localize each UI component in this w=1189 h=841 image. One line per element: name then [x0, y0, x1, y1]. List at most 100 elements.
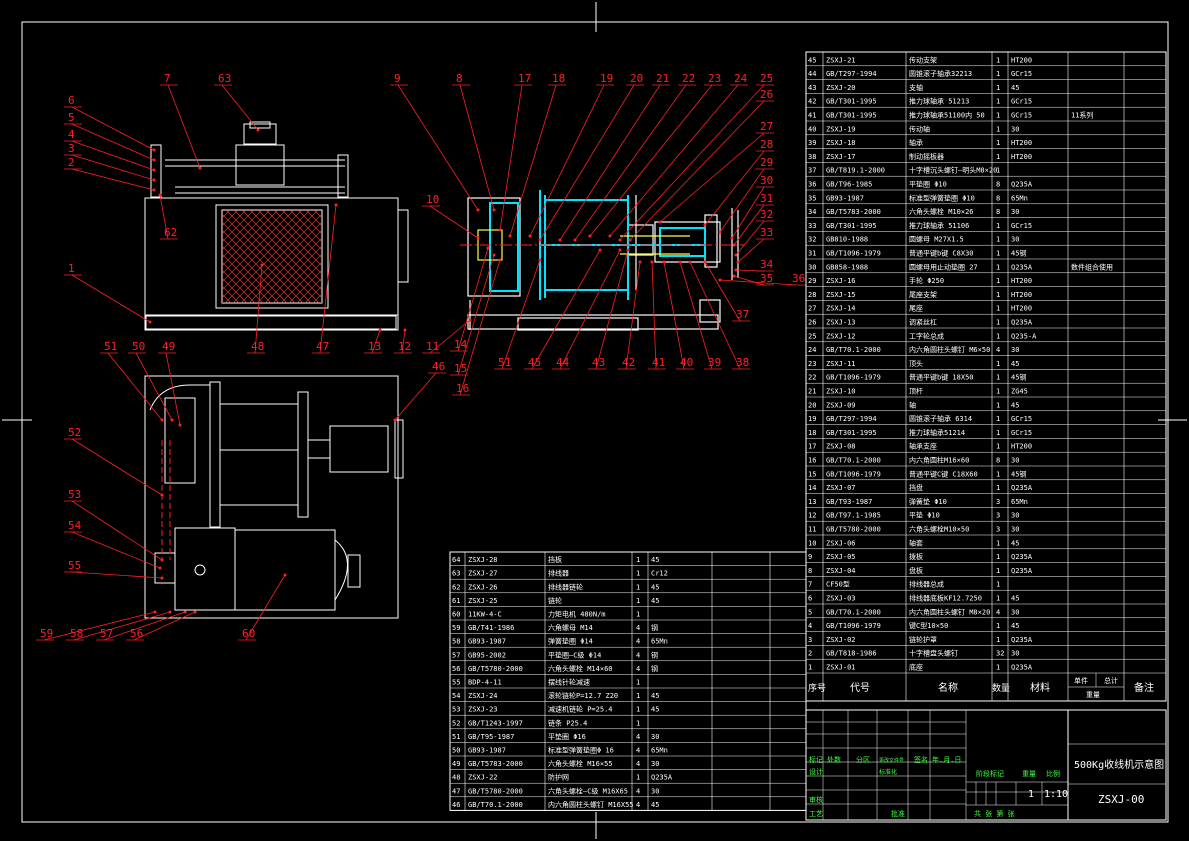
svg-text:65Mn: 65Mn [651, 638, 668, 646]
svg-text:26: 26 [808, 319, 816, 327]
svg-text:排线器总成: 排线器总成 [909, 580, 944, 589]
svg-text:尾座: 尾座 [909, 304, 923, 313]
svg-text:年.月.日: 年.月.日 [932, 755, 961, 764]
svg-text:47: 47 [316, 340, 329, 353]
svg-text:33: 33 [760, 226, 773, 239]
svg-text:15: 15 [454, 362, 467, 375]
svg-text:ZSXJ-10: ZSXJ-10 [826, 388, 856, 396]
balloon-side_view-16: 16 [452, 258, 502, 396]
svg-text:1: 1 [996, 84, 1000, 92]
balloon-top_view-53: 53 [64, 488, 164, 562]
svg-text:22: 22 [682, 72, 695, 85]
svg-text:30: 30 [1011, 346, 1019, 354]
svg-text:58: 58 [452, 638, 460, 646]
svg-text:52: 52 [452, 719, 460, 727]
svg-text:工艺: 工艺 [809, 810, 823, 818]
balloon-front_view-7: 7 [160, 72, 202, 170]
svg-text:39: 39 [808, 139, 816, 147]
svg-text:4: 4 [996, 608, 1000, 616]
svg-text:60: 60 [242, 627, 255, 640]
svg-text:3: 3 [996, 498, 1000, 506]
svg-text:处数: 处数 [827, 755, 841, 764]
balloon-side_view-51: 51 [494, 258, 542, 370]
svg-text:40: 40 [680, 356, 693, 369]
balloon-side_view-40: 40 [662, 260, 694, 370]
svg-text:19: 19 [600, 72, 613, 85]
balloon-front_view-12: 12 [394, 328, 412, 354]
svg-text:8: 8 [996, 208, 1000, 216]
balloon-side_view-10: 10 [422, 193, 480, 240]
svg-text:1: 1 [996, 401, 1000, 409]
svg-text:59: 59 [452, 624, 460, 632]
svg-text:ZSXJ-07: ZSXJ-07 [826, 484, 856, 492]
svg-text:盘板: 盘板 [909, 566, 923, 575]
svg-text:45: 45 [1011, 84, 1019, 92]
svg-text:34: 34 [808, 208, 816, 216]
svg-text:30: 30 [1011, 125, 1019, 133]
svg-text:1: 1 [996, 112, 1000, 120]
balloon-side_view-18: 18 [508, 72, 566, 238]
svg-text:1: 1 [996, 388, 1000, 396]
protective-mesh [222, 210, 322, 303]
svg-text:1: 1 [996, 153, 1000, 161]
svg-text:设计: 设计 [809, 767, 823, 776]
svg-text:ZSXJ-05: ZSXJ-05 [826, 553, 856, 561]
svg-text:8: 8 [996, 457, 1000, 465]
svg-text:1: 1 [636, 597, 640, 605]
svg-text:11KW-4-C: 11KW-4-C [468, 611, 502, 619]
svg-text:26: 26 [760, 88, 773, 101]
svg-text:13: 13 [808, 498, 816, 506]
svg-text:11: 11 [808, 526, 816, 534]
svg-text:HT200: HT200 [1011, 291, 1032, 299]
svg-text:轴承支座: 轴承支座 [909, 442, 937, 451]
svg-text:总计: 总计 [1104, 676, 1118, 685]
svg-text:17: 17 [808, 443, 816, 451]
svg-text:4: 4 [68, 128, 75, 141]
svg-text:钢: 钢 [651, 623, 658, 632]
svg-text:轴: 轴 [909, 400, 916, 409]
svg-text:1: 1 [996, 319, 1000, 327]
svg-text:19: 19 [808, 415, 816, 423]
svg-text:8: 8 [996, 181, 1000, 189]
balloon-top_view-50: 50 [128, 340, 174, 422]
svg-text:Cr12: Cr12 [651, 570, 668, 578]
balloon-side_view-8: 8 [452, 72, 496, 212]
svg-text:ZSXJ-01: ZSXJ-01 [826, 664, 856, 672]
svg-text:排线器底板KF12.7250: 排线器底板KF12.7250 [909, 594, 982, 603]
svg-text:45: 45 [651, 556, 659, 564]
svg-text:标准型弹簧垫圈 Φ10: 标准型弹簧垫圈 Φ10 [909, 193, 975, 202]
svg-text:GCr15: GCr15 [1011, 112, 1032, 120]
svg-text:39: 39 [708, 356, 721, 369]
balloon-side_view-39: 39 [678, 260, 722, 370]
svg-text:3: 3 [808, 636, 812, 644]
svg-text:4: 4 [636, 651, 640, 659]
svg-text:GB/T96-1985: GB/T96-1985 [826, 181, 872, 189]
svg-text:GB/T1243-1997: GB/T1243-1997 [468, 719, 523, 727]
svg-text:ZSXJ-28: ZSXJ-28 [468, 556, 498, 564]
svg-text:18: 18 [808, 429, 816, 437]
svg-text:1: 1 [996, 305, 1000, 313]
svg-text:审核: 审核 [809, 795, 823, 804]
svg-text:62: 62 [164, 226, 177, 239]
balloon-side_view-44: 44 [552, 248, 622, 370]
svg-text:5: 5 [68, 111, 75, 124]
svg-text:7: 7 [164, 72, 171, 85]
svg-text:54: 54 [452, 692, 460, 700]
svg-text:平垫 Φ10: 平垫 Φ10 [909, 511, 940, 520]
svg-text:30: 30 [1011, 608, 1019, 616]
svg-text:ZSXJ-26: ZSXJ-26 [468, 583, 498, 591]
